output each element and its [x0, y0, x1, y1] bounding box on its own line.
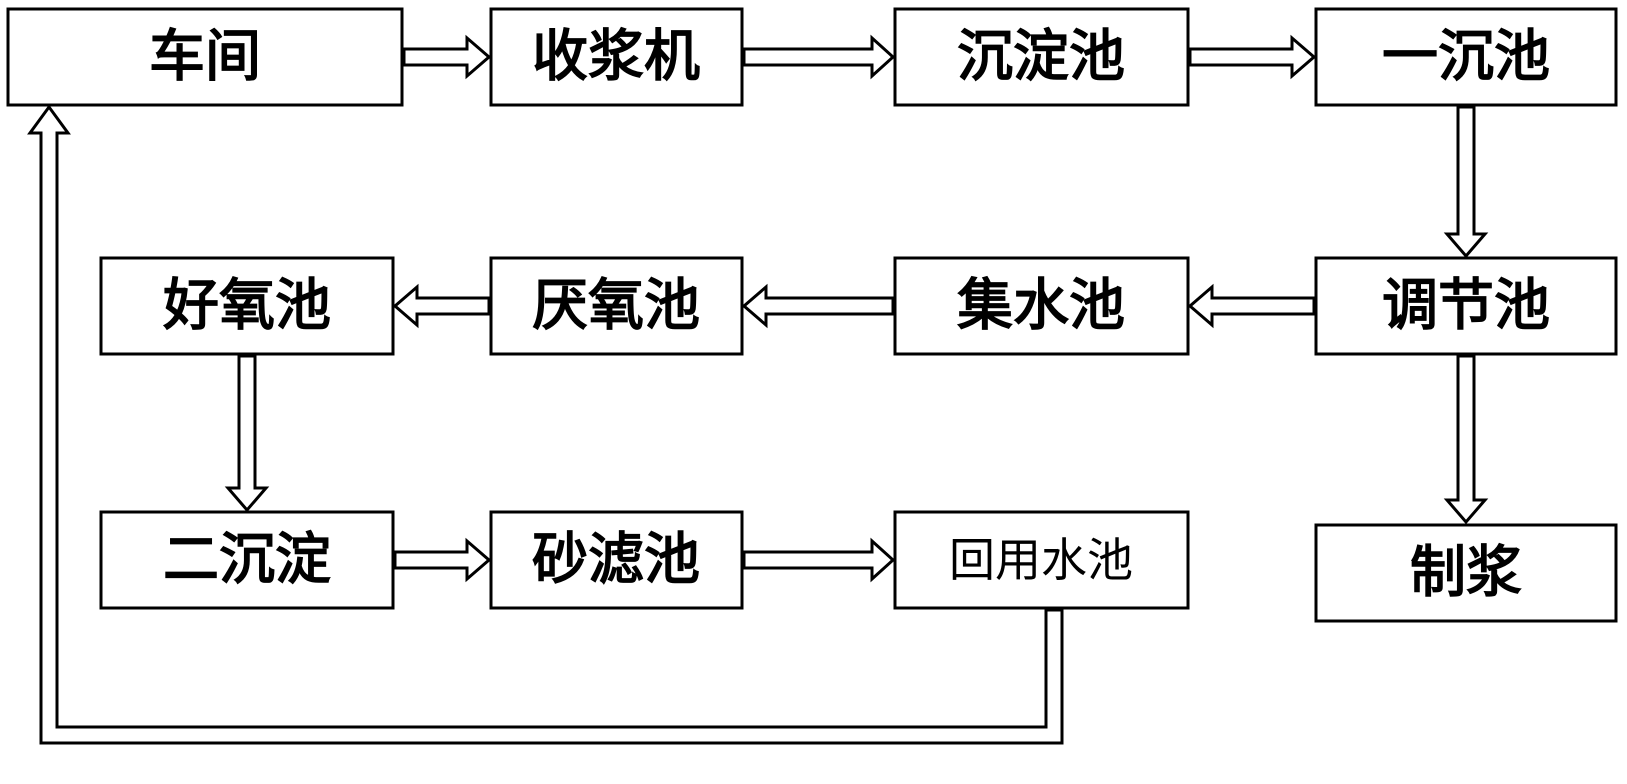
arrow-regulating-to-collection: [1187, 283, 1316, 329]
arrow-primary-settling-to-regulating: [1443, 105, 1489, 259]
arrow-sand-filter-to-reuse-water: [742, 537, 896, 583]
node-sedimentation-tank: 沉淀池: [893, 7, 1190, 107]
arrow-collection-to-anaerobic: [741, 283, 895, 329]
node-anaerobic-tank-label: 厌氧池: [532, 274, 700, 339]
node-workshop: 车间: [6, 7, 404, 107]
arrow-sedimentation-to-primary-settling: [1188, 34, 1317, 80]
node-pulp-collector: 收浆机: [489, 7, 744, 107]
arrow-secondary-settling-to-sand-filter: [393, 537, 492, 583]
node-pulp-collector-label: 收浆机: [532, 25, 700, 90]
node-secondary-settling-label: 二沉淀: [163, 528, 331, 593]
arrow-regulating-to-pulping: [1443, 354, 1489, 525]
node-secondary-settling: 二沉淀: [99, 510, 395, 610]
node-reuse-water-tank-label: 回用水池: [949, 533, 1133, 587]
node-primary-settling-label: 一沉池: [1382, 25, 1550, 90]
node-pulping-label: 制浆: [1410, 541, 1522, 606]
arrow-workshop-to-pulp-collector: [402, 34, 492, 80]
arrow-aerobic-to-secondary-settling: [224, 354, 270, 513]
node-collection-tank: 集水池: [893, 256, 1190, 356]
node-regulating-tank-label: 调节池: [1382, 274, 1550, 339]
node-collection-tank-label: 集水池: [956, 274, 1125, 339]
node-sand-filter: 砂滤池: [489, 510, 744, 610]
node-aerobic-tank: 好氧池: [99, 256, 395, 356]
node-pulping: 制浆: [1314, 523, 1618, 623]
node-sedimentation-tank-label: 沉淀池: [957, 25, 1125, 90]
arrow-reuse-water-to-workshop: [27, 104, 1064, 745]
node-primary-settling: 一沉池: [1314, 7, 1618, 107]
arrow-pulp-collector-to-sedimentation: [742, 34, 896, 80]
node-regulating-tank: 调节池: [1314, 256, 1618, 356]
node-aerobic-tank-label: 好氧池: [162, 274, 331, 339]
node-anaerobic-tank: 厌氧池: [489, 256, 744, 356]
arrow-anaerobic-to-aerobic: [392, 283, 491, 329]
node-sand-filter-label: 砂滤池: [532, 528, 700, 593]
node-reuse-water-tank: 回用水池: [893, 510, 1190, 610]
node-workshop-label: 车间: [149, 25, 261, 90]
